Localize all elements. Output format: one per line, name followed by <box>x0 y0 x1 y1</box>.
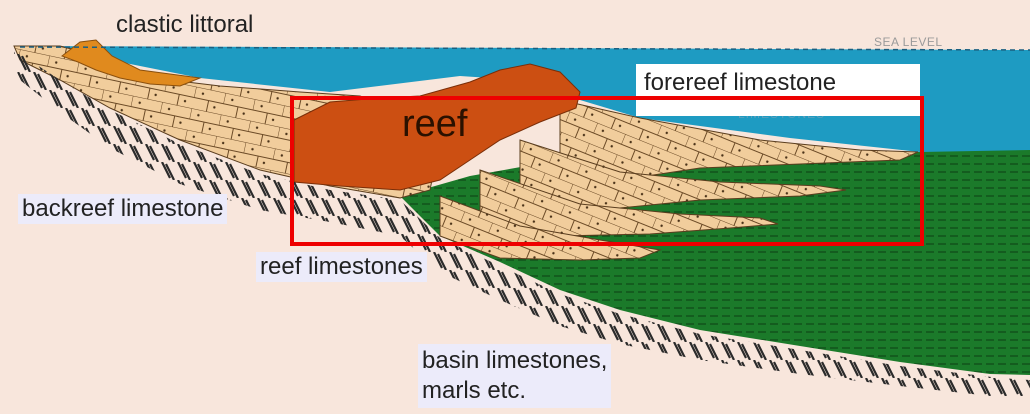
highlight-box <box>290 96 924 246</box>
sea-level-label: SEA LEVEL <box>874 36 943 49</box>
basin-limestones-line-2: marls etc. <box>422 376 607 406</box>
backreef-limestone-label: backreef limestone <box>18 194 227 224</box>
basin-limestones-label: basin limestones, marls etc. <box>418 344 611 408</box>
clastic-littoral-label: clastic littoral <box>116 12 253 38</box>
reef-limestones-label: reef limestones <box>256 252 427 282</box>
basin-limestones-line-1: basin limestones, <box>422 346 607 376</box>
